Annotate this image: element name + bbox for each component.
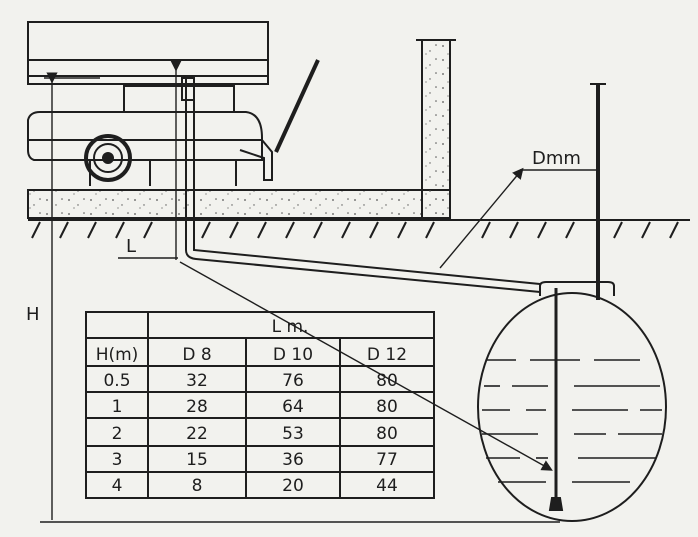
height-dimension: [40, 72, 560, 523]
table-cell: 80: [376, 424, 398, 444]
length-label: L: [126, 236, 136, 257]
table-cell: 15: [186, 450, 208, 470]
ground-line: [28, 219, 690, 239]
table-cell: 77: [376, 450, 398, 470]
heater-unit: [27, 21, 269, 186]
table-frame: [85, 311, 435, 499]
fuel-pipe: [181, 77, 541, 293]
heater-handle: [236, 59, 320, 181]
table-cell-h: 0.5: [103, 371, 130, 391]
heater-wheel: [84, 134, 132, 182]
diameter-leader: [439, 167, 596, 269]
table-column-header: D 12: [367, 345, 407, 365]
wall-column: [416, 39, 456, 219]
table-cell: 20: [282, 476, 304, 496]
table-column-header: D 10: [273, 345, 313, 365]
table-row-header: H(m): [96, 345, 139, 365]
table-cell: 80: [376, 397, 398, 417]
fuel-tank: [477, 83, 667, 522]
length-dimension: [118, 60, 553, 471]
table-cell: 8: [192, 476, 203, 496]
table-cell: 36: [282, 450, 304, 470]
height-label: H: [26, 304, 40, 325]
table-cell: 44: [376, 476, 398, 496]
table-cell: 22: [186, 424, 208, 444]
table-column-header: D 8: [182, 345, 211, 365]
pipe-diameter-label: Dmm: [532, 148, 581, 169]
table-cell: 28: [186, 397, 208, 417]
table-cell-h: 1: [112, 397, 123, 417]
table-cell: 80: [376, 371, 398, 391]
table-cell-h: 2: [112, 424, 123, 444]
floor-slab: [27, 189, 451, 219]
fuel-level-lines: [482, 359, 662, 483]
table-cell-h: 4: [112, 476, 123, 496]
table-cell: 76: [282, 371, 304, 391]
table-cell-h: 3: [112, 450, 123, 470]
table-group-header: L m.: [272, 317, 309, 337]
table-cell: 32: [186, 371, 208, 391]
table-cell: 53: [282, 424, 304, 444]
table-cell: 64: [282, 397, 304, 417]
